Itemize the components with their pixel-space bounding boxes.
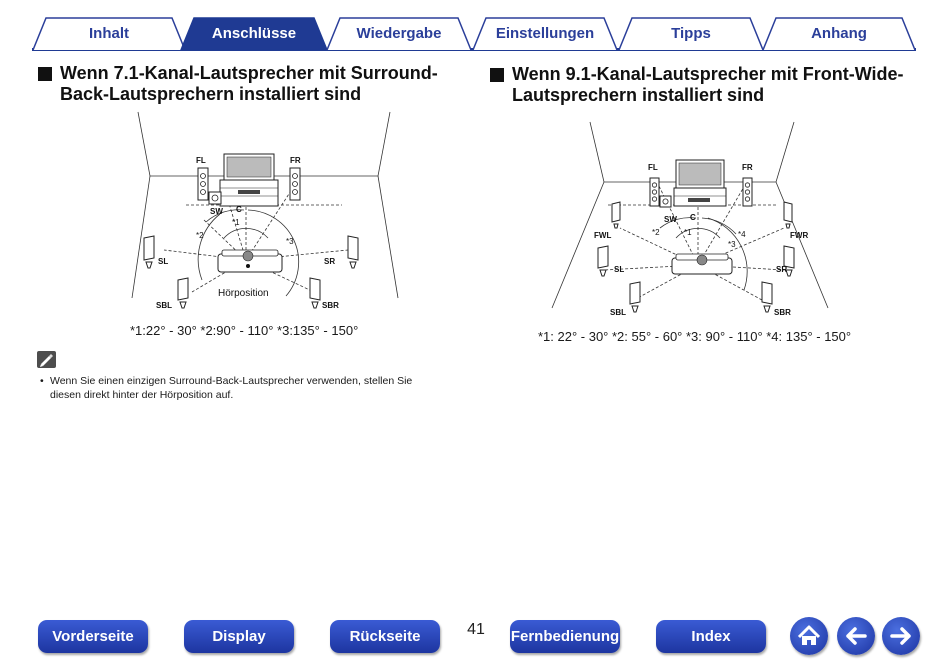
label-fr: FR	[742, 163, 753, 172]
label-c: C	[236, 205, 242, 214]
speaker-layout-diagram-9-1: FL FR SW C FWL FWR SL SR SBL SBR *1 *2 *…	[551, 121, 829, 317]
tab-inhalt-label: Inhalt	[89, 25, 129, 42]
mark-3: *3	[728, 240, 736, 249]
speaker-layout-diagram-7-1: FL FR SW C SL SR SBL SBR Hörposition *1 …	[131, 111, 399, 310]
tab-wiedergabe[interactable]: Wiedergabe	[326, 17, 472, 50]
label-sl: SL	[158, 257, 168, 266]
forward-button[interactable]	[882, 617, 920, 655]
heading-right-line2: Lautsprechern installiert sind	[512, 85, 765, 105]
vorderseite-label: Vorderseite	[52, 628, 134, 645]
mark-1: *1	[684, 228, 692, 237]
label-listening-position: Hörposition	[218, 288, 269, 299]
fernbedienung-label: Fernbedienung	[510, 628, 620, 645]
label-sbr: SBR	[322, 301, 339, 310]
mark-4: *4	[738, 230, 746, 239]
label-sbl: SBL	[610, 308, 626, 317]
tab-wiedergabe-label: Wiedergabe	[356, 25, 442, 42]
heading-square-icon	[38, 67, 52, 81]
mark-3: *3	[286, 237, 294, 246]
label-sr: SR	[776, 265, 787, 274]
vorderseite-button[interactable]: Vorderseite	[38, 620, 148, 653]
tab-einstellungen[interactable]: Einstellungen	[472, 17, 618, 50]
note: • Wenn Sie einen einzigen Surround-Back-…	[40, 374, 460, 402]
rueckseite-button[interactable]: Rückseite	[330, 620, 440, 653]
heading-square-icon	[490, 68, 504, 82]
mark-2: *2	[652, 228, 660, 237]
index-button[interactable]: Index	[656, 620, 766, 653]
label-sw: SW	[210, 207, 223, 216]
tab-anhang[interactable]: Anhang	[762, 17, 916, 50]
label-sbr: SBR	[774, 308, 791, 317]
note-bullet: •	[40, 375, 44, 387]
heading-right-line1: Wenn 9.1-Kanal-Lautsprecher mit Front-Wi…	[512, 64, 904, 84]
home-icon	[797, 625, 821, 645]
display-button[interactable]: Display	[184, 620, 294, 653]
heading-left-line2: Back-Lautsprechern installiert sind	[60, 84, 362, 104]
page-number: 41	[467, 621, 485, 638]
tab-einstellungen-label: Einstellungen	[495, 25, 595, 42]
fernbedienung-button[interactable]: Fernbedienung	[510, 620, 620, 653]
caption-left: *1:22° - 30° *2:90° - 110° *3:135° - 150…	[130, 323, 359, 338]
label-sbl: SBL	[156, 301, 172, 310]
mark-1: *1	[232, 218, 240, 227]
note-line1: Wenn Sie einen einzigen Surround-Back-La…	[50, 375, 413, 387]
note-line2: diesen direkt hinter der Hörposition auf…	[50, 389, 234, 401]
label-fl: FL	[648, 163, 658, 172]
display-label: Display	[212, 628, 266, 645]
heading-left-line1: Wenn 7.1-Kanal-Lautsprecher mit Surround…	[60, 63, 438, 83]
back-button[interactable]	[837, 617, 875, 655]
arrow-right-icon	[890, 627, 911, 645]
label-fwl: FWL	[594, 231, 611, 240]
home-button[interactable]	[790, 617, 828, 655]
label-sw: SW	[664, 215, 677, 224]
tab-anschluesse[interactable]: Anschlüsse	[180, 17, 328, 50]
tab-tipps-label: Tipps	[671, 25, 711, 42]
label-fl: FL	[196, 156, 206, 165]
tab-inhalt[interactable]: Inhalt	[32, 17, 186, 50]
heading-left: Wenn 7.1-Kanal-Lautsprecher mit Surround…	[38, 63, 468, 105]
tab-anhang-label: Anhang	[811, 25, 867, 42]
label-fr: FR	[290, 156, 301, 165]
rueckseite-label: Rückseite	[349, 628, 421, 645]
pencil-icon	[37, 351, 56, 368]
heading-right: Wenn 9.1-Kanal-Lautsprecher mit Front-Wi…	[490, 64, 930, 106]
mark-2: *2	[196, 231, 204, 240]
tab-anschluesse-label: Anschlüsse	[211, 25, 297, 42]
label-fwr: FWR	[790, 231, 808, 240]
index-label: Index	[691, 628, 731, 645]
tab-tipps[interactable]: Tipps	[618, 17, 764, 50]
caption-right: *1: 22° - 30° *2: 55° - 60° *3: 90° - 11…	[538, 329, 852, 344]
label-sr: SR	[324, 257, 335, 266]
arrow-left-icon	[846, 627, 867, 645]
label-c: C	[690, 213, 696, 222]
label-sl: SL	[614, 265, 624, 274]
tab-bar: Inhalt Anschlüsse Wiedergabe Einstellung…	[0, 0, 950, 56]
